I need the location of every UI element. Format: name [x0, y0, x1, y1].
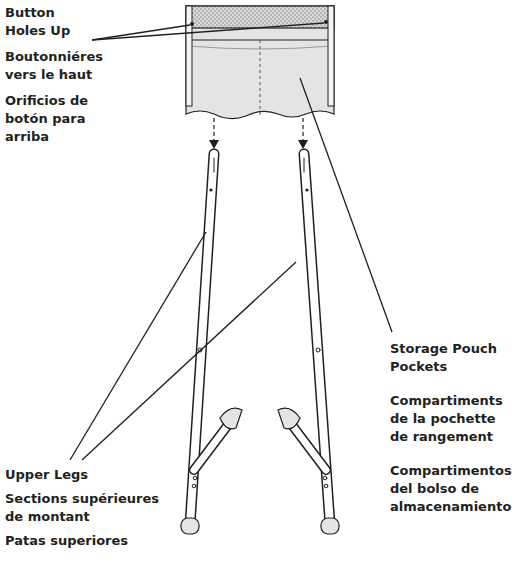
part-label: Storage Pouch Pockets [390, 340, 516, 376]
part-label: Orificios de botón para arriba [5, 92, 101, 146]
assembly-arrow [209, 118, 308, 149]
part-label: Boutonniéres vers le haut [5, 48, 123, 84]
part-label: Compartimentos del bolso de almacenamien… [390, 462, 516, 516]
upper-leg [278, 154, 339, 534]
part-label: Button Holes Up [5, 4, 89, 40]
part-label: Upper Legs [5, 466, 165, 484]
part-label: Sections supérieures de montant [5, 490, 165, 526]
part-label: Patas superiores [5, 532, 165, 550]
part-label: Compartiments de la pochette de rangemen… [390, 392, 516, 446]
upper-leg [181, 154, 242, 534]
storage-pouch [186, 6, 334, 119]
leader-line [70, 23, 392, 460]
